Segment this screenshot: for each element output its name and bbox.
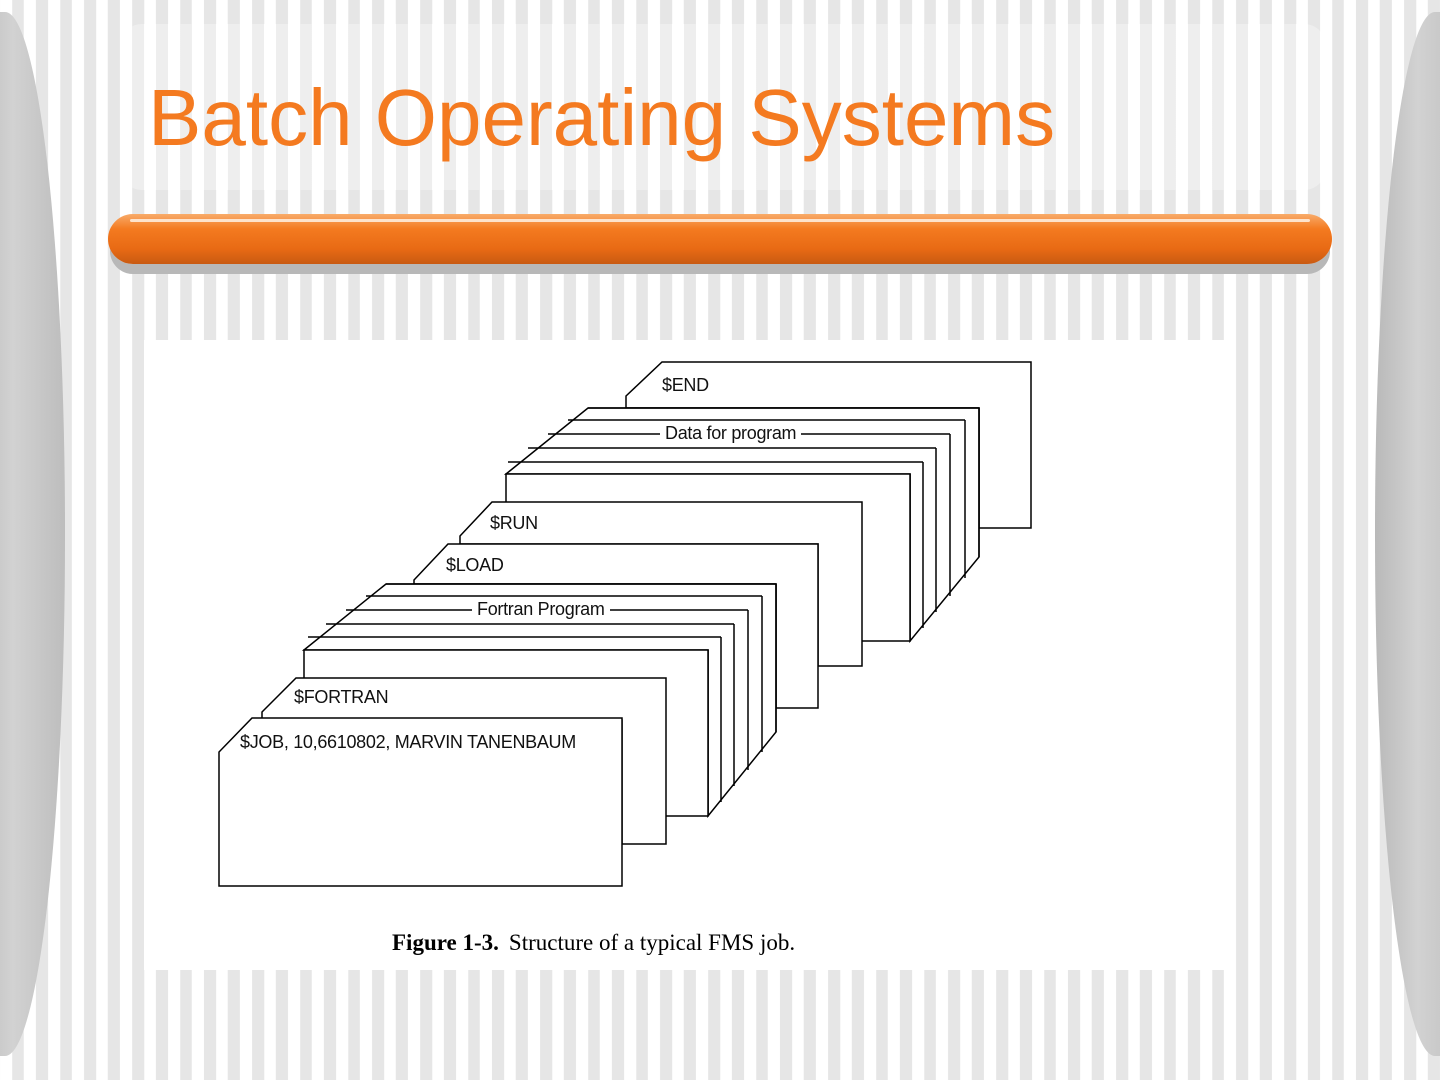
card-job xyxy=(218,717,623,887)
card-fortran-label: $FORTRAN xyxy=(294,687,389,707)
figure-panel: $END Data for program $RUN $LOAD Fortran… xyxy=(144,340,1232,970)
slide-title: Batch Operating Systems xyxy=(148,73,1056,162)
deck-fortran-label: Fortran Program xyxy=(472,598,610,620)
figure-caption-text: Structure of a typical FMS job. xyxy=(508,930,796,955)
figure-caption: Figure 1-3. Structure of a typical FMS jo… xyxy=(392,930,795,956)
card-load-label: $LOAD xyxy=(446,555,504,575)
card-run-label: $RUN xyxy=(490,513,538,533)
divider-highlight xyxy=(130,219,1310,222)
figure-caption-number: Figure 1-3. xyxy=(392,930,499,955)
deck-data-label: Data for program xyxy=(660,422,802,444)
right-decorative-pillar xyxy=(1375,12,1440,1056)
card-end-label: $END xyxy=(662,375,709,395)
title-panel xyxy=(120,24,1326,190)
card-job-label: $JOB, 10,6610802, MARVIN TANENBAUM xyxy=(240,732,576,752)
fms-job-diagram xyxy=(218,361,1032,887)
left-decorative-pillar xyxy=(0,12,65,1056)
title-divider-bar xyxy=(108,214,1332,264)
